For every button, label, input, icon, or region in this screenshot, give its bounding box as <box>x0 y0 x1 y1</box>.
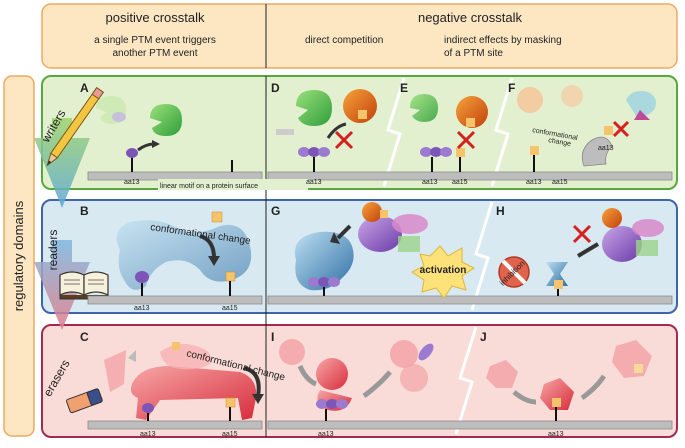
panel-i-content: aa13 <box>279 339 434 438</box>
surface-readers-left <box>87 295 263 305</box>
panel-f-aa13-bent: aa13 <box>598 145 614 152</box>
positive-crosstalk-title: positive crosstalk <box>106 10 205 25</box>
surface-readers-right <box>267 295 673 305</box>
linear-motif-caption-bg <box>158 179 308 190</box>
panel-label-i: I <box>271 330 274 344</box>
positive-subtitle-2: another PTM event <box>112 48 197 59</box>
panel-c-aa15: aa15 <box>222 431 238 438</box>
zigzag-separator-ij <box>454 326 478 435</box>
panel-label-g: G <box>271 204 280 218</box>
positive-subtitle-1: a single PTM event triggers <box>94 35 216 46</box>
panel-j-content: aa13 <box>486 340 652 438</box>
panel-i-aa13: aa13 <box>318 431 334 438</box>
panel-label-e: E <box>400 81 408 95</box>
surface-erasers-right <box>267 420 673 430</box>
panel-b-aa13: aa13 <box>134 305 150 312</box>
panel-g-content: activation <box>295 202 475 299</box>
panel-label-j: J <box>480 330 487 344</box>
panel-label-d: D <box>271 81 280 95</box>
surface-writers-right <box>267 171 673 181</box>
panel-b-aa15: aa15 <box>222 305 238 312</box>
panel-j-aa13: aa13 <box>548 431 564 438</box>
zigzag-separator-de <box>382 77 406 187</box>
panel-c-aa13: aa13 <box>140 431 156 438</box>
regulatory-domains-label: regulatory domains <box>11 200 26 311</box>
panel-label-b: B <box>80 204 89 218</box>
panel-label-c: C <box>80 330 89 344</box>
activation-label: activation <box>420 265 467 276</box>
pencil-icon <box>46 87 104 167</box>
eraser-icon <box>66 388 103 414</box>
indirect-label-2: of a PTM site <box>444 48 503 59</box>
panel-e-aa15: aa15 <box>452 179 468 186</box>
readers-label: readers <box>46 230 60 271</box>
header-box <box>41 3 678 69</box>
side-arrow-1 <box>34 118 90 208</box>
linear-motif-caption: linear motif on a protein surface <box>160 183 258 190</box>
book-icon <box>59 271 109 300</box>
panel-f-aa15: aa15 <box>552 179 568 186</box>
panel-label-f: F <box>508 81 515 95</box>
regulatory-domains-bar <box>3 75 35 437</box>
panel-d-aa13: aa13 <box>306 179 322 186</box>
panel-label-a: A <box>80 81 89 95</box>
panel-e-content: aa13 aa15 <box>410 94 488 186</box>
panel-a-content: aa13 <box>96 96 233 186</box>
surface-erasers-left <box>87 420 263 430</box>
zigzag-separator-ef <box>490 77 514 187</box>
direct-competition-label: direct competition <box>305 35 383 46</box>
negative-crosstalk-title: negative crosstalk <box>418 10 523 25</box>
panel-d-content: aa13 <box>276 89 377 186</box>
activation-burst <box>411 245 475 299</box>
zigzag-separator-gh <box>470 201 494 311</box>
panel-a-aa13: aa13 <box>124 179 140 186</box>
panel-label-h: H <box>496 204 505 218</box>
indirect-label-1: indirect effects by masking <box>444 35 562 46</box>
panel-f-change: change <box>548 137 572 148</box>
panel-f-aa13: aa13 <box>526 179 542 186</box>
surface-writers-left <box>87 171 263 181</box>
panel-h-content: inhibition <box>498 208 664 296</box>
panel-e-aa13: aa13 <box>422 179 438 186</box>
